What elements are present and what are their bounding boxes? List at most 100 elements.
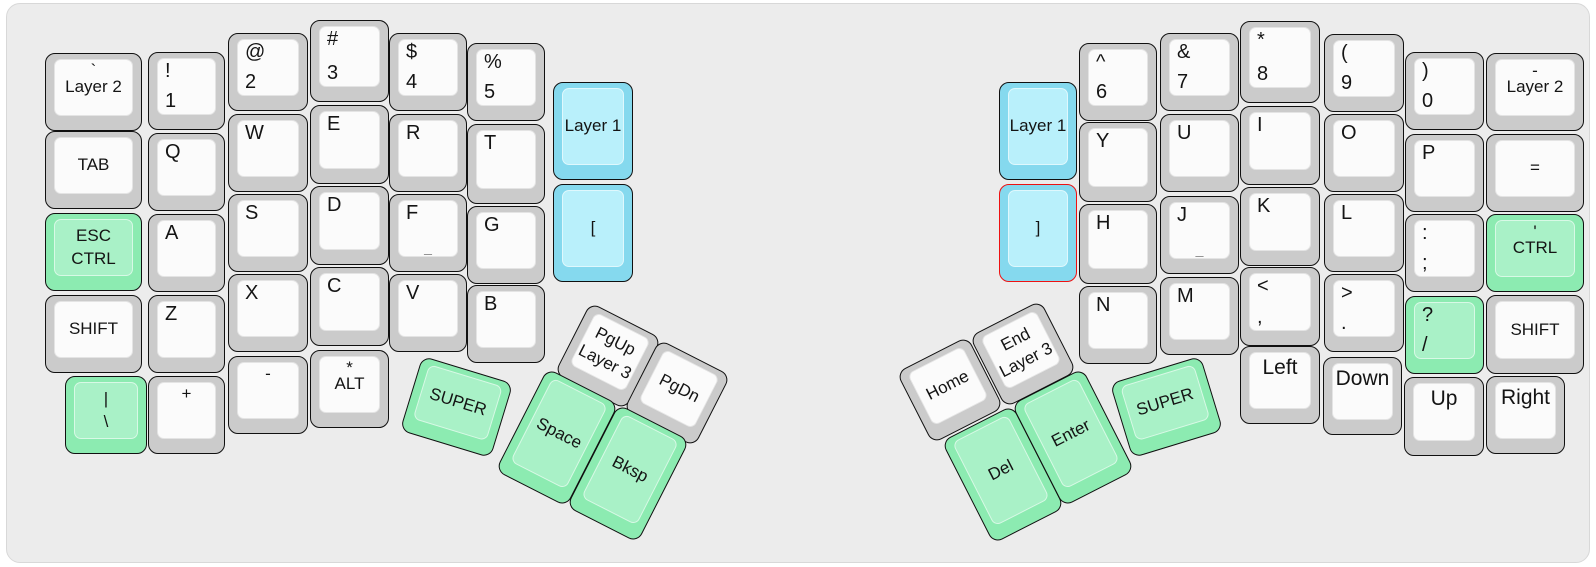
key-super-left[interactable]: SUPER bbox=[399, 355, 514, 459]
key-u[interactable]: U bbox=[1160, 114, 1239, 192]
key-legend: H bbox=[1096, 212, 1111, 234]
keycap-surface: + bbox=[157, 382, 216, 439]
key-y[interactable]: Y bbox=[1079, 122, 1157, 202]
key-legend: 6 bbox=[1096, 81, 1108, 103]
key-4[interactable]: $4 bbox=[389, 33, 467, 111]
key-e[interactable]: E bbox=[310, 105, 389, 184]
key-r[interactable]: R bbox=[389, 114, 467, 192]
key-8[interactable]: *8 bbox=[1240, 21, 1320, 103]
key-arrow-left[interactable]: Left bbox=[1240, 346, 1320, 424]
key-p[interactable]: P bbox=[1405, 134, 1484, 212]
key-legend: ; bbox=[1422, 252, 1428, 274]
key-5[interactable]: %5 bbox=[467, 43, 545, 121]
key-m[interactable]: M bbox=[1160, 277, 1239, 355]
key-w[interactable]: W bbox=[228, 114, 308, 192]
key-arrow-up[interactable]: Up bbox=[1404, 377, 1484, 456]
key-legend: N bbox=[1096, 294, 1111, 316]
key-k[interactable]: K bbox=[1240, 187, 1320, 266]
keycap-surface: [ bbox=[562, 190, 624, 267]
key-quote-ctrl[interactable]: 'CTRL bbox=[1486, 214, 1584, 292]
key-o[interactable]: O bbox=[1324, 114, 1404, 192]
key-layer2-right[interactable]: -Layer 2 bbox=[1486, 53, 1584, 131]
key-f[interactable]: F_ bbox=[389, 194, 467, 272]
key-rbracket[interactable]: ] bbox=[999, 184, 1077, 282]
key-shift-left[interactable]: SHIFT bbox=[45, 295, 142, 373]
key-legend: Home bbox=[923, 366, 973, 405]
key-2[interactable]: @2 bbox=[228, 33, 308, 111]
key-l[interactable]: L bbox=[1324, 194, 1404, 272]
key-esc-ctrl[interactable]: ESC CTRL bbox=[45, 213, 142, 291]
key-legend: 1 bbox=[165, 90, 177, 112]
key-legend: A bbox=[165, 222, 179, 244]
key-legend: Right bbox=[1500, 386, 1551, 409]
keycap-surface: G bbox=[476, 212, 536, 269]
key-legend: 2 bbox=[245, 71, 257, 93]
key-arrow-right[interactable]: Right bbox=[1486, 376, 1565, 454]
key-s[interactable]: S bbox=[228, 194, 308, 272]
key-slash[interactable]: ?/ bbox=[1405, 296, 1484, 374]
keycap-surface: Home bbox=[906, 345, 989, 427]
key-legend: Layer 1 bbox=[1009, 116, 1067, 136]
key-alt[interactable]: *ALT bbox=[310, 350, 389, 428]
keycap-surface: $4 bbox=[398, 39, 458, 96]
key-pipe-backslash[interactable]: | \ bbox=[65, 376, 147, 454]
key-9[interactable]: (9 bbox=[1324, 34, 1404, 112]
key-legend: , bbox=[1257, 306, 1263, 328]
key-g[interactable]: G bbox=[467, 206, 545, 284]
key-n[interactable]: N bbox=[1079, 286, 1157, 364]
key-super-right[interactable]: SUPER bbox=[1109, 355, 1224, 459]
key-layer2-left[interactable]: `Layer 2 bbox=[45, 53, 142, 131]
key-x[interactable]: X bbox=[228, 274, 308, 352]
key-z[interactable]: Z bbox=[148, 295, 225, 373]
key-lbracket[interactable]: [ bbox=[553, 184, 633, 282]
key-plus[interactable]: + bbox=[148, 376, 225, 454]
key-c[interactable]: C bbox=[310, 267, 389, 346]
key-q[interactable]: Q bbox=[148, 133, 225, 211]
key-3[interactable]: #3 bbox=[310, 20, 389, 102]
key-layer1-right[interactable]: Layer 1 bbox=[999, 82, 1077, 180]
key-legend: I bbox=[1257, 114, 1263, 136]
keycap-surface: R bbox=[398, 120, 458, 177]
keycap-surface: Z bbox=[157, 301, 216, 358]
keycap-surface: V bbox=[398, 280, 458, 337]
key-legend: 7 bbox=[1177, 71, 1189, 93]
key-legend: . bbox=[1341, 312, 1347, 334]
key-h[interactable]: H bbox=[1079, 204, 1157, 284]
key-legend: _ bbox=[1195, 241, 1204, 257]
key-comma[interactable]: <, bbox=[1240, 267, 1320, 346]
key-legend: D bbox=[327, 194, 342, 216]
keycap-surface: K bbox=[1249, 193, 1311, 251]
key-d[interactable]: D bbox=[310, 186, 389, 265]
key-0[interactable]: )0 bbox=[1405, 52, 1484, 130]
key-t[interactable]: T bbox=[467, 124, 545, 204]
key-b[interactable]: B bbox=[467, 285, 545, 363]
key-legend: / bbox=[1422, 334, 1428, 356]
key-legend: F bbox=[406, 202, 419, 224]
key-j[interactable]: J_ bbox=[1160, 196, 1239, 274]
key-a[interactable]: A bbox=[148, 214, 225, 292]
key-shift-right[interactable]: SHIFT bbox=[1486, 295, 1584, 374]
key-legend: SUPER bbox=[1134, 384, 1196, 420]
key-legend: Y bbox=[1096, 130, 1110, 152]
key-legend: X bbox=[245, 282, 259, 304]
key-arrow-down[interactable]: Down bbox=[1323, 357, 1402, 435]
key-tab[interactable]: TAB bbox=[45, 131, 142, 209]
key-7[interactable]: &7 bbox=[1160, 33, 1239, 111]
key-layer1-left[interactable]: Layer 1 bbox=[553, 82, 633, 180]
key-legend: ) bbox=[1422, 60, 1429, 82]
key-6[interactable]: ^6 bbox=[1079, 43, 1157, 121]
keycap-surface: <, bbox=[1249, 273, 1311, 331]
keycap-surface: F_ bbox=[398, 200, 458, 257]
keycap-surface: L bbox=[1333, 200, 1395, 257]
keycap-surface: #3 bbox=[319, 26, 380, 87]
key-legend: 5 bbox=[484, 81, 496, 103]
key-equals[interactable]: = bbox=[1486, 134, 1584, 212]
key-v[interactable]: V bbox=[389, 274, 467, 352]
key-i[interactable]: I bbox=[1240, 106, 1320, 185]
key-period[interactable]: >. bbox=[1324, 274, 1404, 352]
key-1[interactable]: !1 bbox=[148, 52, 225, 130]
key-semicolon[interactable]: :; bbox=[1405, 214, 1484, 292]
key-minus[interactable]: - bbox=[228, 356, 308, 434]
key-legend: 8 bbox=[1257, 63, 1269, 85]
keycap-surface: ?/ bbox=[1414, 302, 1475, 359]
